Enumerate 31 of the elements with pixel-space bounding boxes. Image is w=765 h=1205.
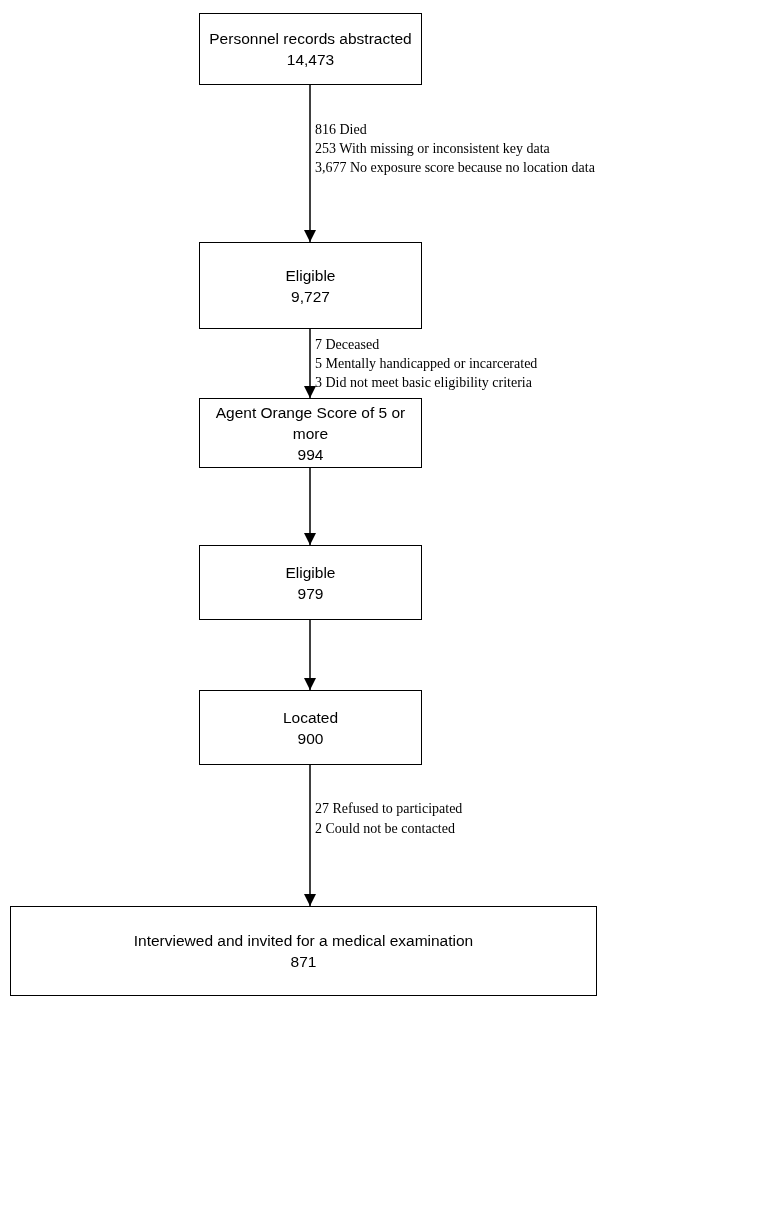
exclusion-note: 3,677 No exposure score because no location data [315, 159, 595, 177]
arrow [304, 764, 316, 907]
count-text: 14,473 [286, 50, 335, 70]
box-title: Interviewed and invited for a medical examination [133, 931, 474, 951]
box-title: Located [282, 707, 339, 728]
process-box [199, 545, 422, 620]
exclusion-note: 3 Did not meet basic eligibility criteria [315, 374, 532, 392]
process-box [199, 13, 422, 85]
exclusion-note: 5 Mentally handicapped or incarcerated [315, 355, 538, 373]
count-text: 994 [297, 444, 324, 465]
box-title: Eligible [285, 265, 336, 286]
exclusion-note: 7 Deceased [315, 336, 380, 354]
arrow [304, 84, 316, 243]
arrow [304, 467, 316, 546]
count-text: 979 [297, 583, 324, 604]
process-box [10, 906, 597, 996]
process-box [199, 398, 422, 468]
arrow [304, 619, 316, 691]
count-text: 871 [290, 952, 317, 972]
box-title: Personnel records abstracted [209, 29, 412, 49]
arrow [304, 328, 316, 399]
count-text: 900 [297, 728, 324, 749]
exclusion-note: 816 Died [315, 121, 367, 139]
box-title: Eligible [285, 562, 336, 583]
process-box [199, 690, 422, 765]
count-text: 9,727 [291, 286, 330, 307]
box-title: Agent Orange Score of 5 or more [214, 402, 407, 444]
exclusion-note: 2 Could not be contacted [315, 820, 455, 838]
exclusion-note: 253 With missing or inconsistent key data [315, 140, 550, 158]
exclusion-note: 27 Refused to participated [315, 800, 463, 818]
process-box [199, 242, 422, 329]
